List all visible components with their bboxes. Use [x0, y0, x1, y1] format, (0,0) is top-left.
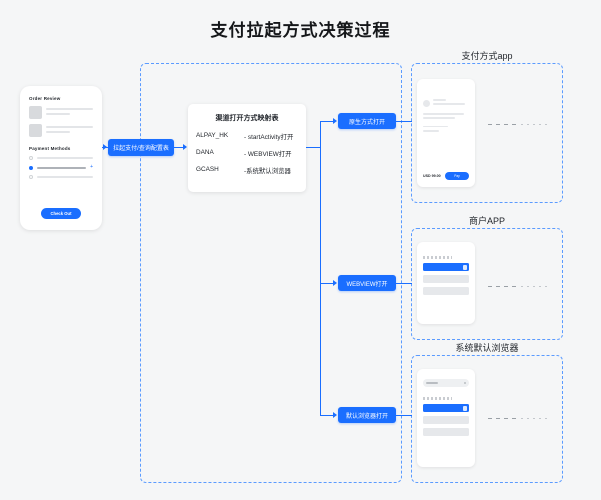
payment-app-content	[423, 99, 469, 134]
connector-line	[174, 147, 184, 148]
connector-line	[320, 283, 334, 284]
checkout-phone-mockup: Order Review Payment Methods	[20, 86, 102, 230]
connector-line	[320, 415, 334, 416]
result-dotted-connector	[488, 124, 516, 125]
merchant-app-webview-mockup	[417, 242, 475, 324]
page-url-placeholder	[423, 397, 452, 400]
result-group-frame-merchant-app	[411, 228, 563, 340]
merchant-logo-icon	[423, 99, 430, 107]
text-line	[423, 125, 449, 128]
address-text-placeholder	[426, 382, 438, 384]
mapping-channel: DANA	[196, 149, 214, 156]
text-line	[46, 108, 93, 110]
payment-app-mockup: USD 99.00 Pay	[417, 79, 475, 187]
mapping-method: - WEBVIEW打开	[244, 151, 292, 158]
payment-method-option[interactable]	[29, 175, 93, 179]
group-heading-merchant-app: 商户APP	[468, 216, 505, 226]
connector-line	[320, 121, 334, 122]
result-group-frame-payment-app	[411, 63, 563, 203]
pay-button[interactable]: Pay	[445, 172, 469, 180]
plus-icon[interactable]: +	[90, 164, 93, 170]
group-heading-browser: 系统默认浏览器	[455, 343, 519, 353]
result-group-frame-browser	[411, 355, 563, 483]
checkout-phone-content: Order Review Payment Methods	[29, 96, 93, 184]
method-label-placeholder	[37, 166, 87, 169]
method-label-placeholder	[37, 157, 93, 159]
mapping-channel: GCASH	[196, 166, 219, 173]
order-item-row	[29, 124, 93, 137]
payment-method-option-selected[interactable]: +	[29, 165, 93, 170]
payment-method-option[interactable]	[29, 156, 93, 160]
flow-step-default-browser-open[interactable]: 默认浏览器打开	[338, 407, 396, 423]
connector-line	[396, 283, 412, 284]
order-item-row	[29, 106, 93, 119]
payment-footer: USD 99.00 Pay	[423, 172, 469, 180]
channel-mapping-card: 渠道打开方式映射表 ALPAY_HK - startActivity打开 DAN…	[188, 104, 306, 192]
radio-icon[interactable]	[29, 165, 33, 170]
text-line	[46, 130, 70, 133]
text-line	[46, 126, 93, 128]
mapping-row: ALPAY_HK - startActivity打开	[196, 132, 298, 141]
connector-line	[396, 121, 412, 122]
check-out-button[interactable]: Check Out	[41, 208, 81, 219]
browser-content-block	[423, 428, 469, 436]
mapping-channel: ALPAY_HK	[196, 132, 229, 139]
mapping-card-title: 渠道打开方式映射表	[215, 115, 279, 122]
flow-step-webview-open[interactable]: WEBVIEW打开	[338, 275, 396, 291]
method-label-placeholder	[37, 176, 93, 178]
connector-arrow	[103, 144, 107, 150]
connector-line	[320, 283, 321, 415]
result-dotted-connector	[521, 124, 551, 125]
result-dotted-connector	[488, 418, 516, 419]
text-line	[423, 117, 456, 119]
radio-icon[interactable]	[29, 156, 33, 160]
webview-content	[423, 256, 469, 299]
radio-icon[interactable]	[29, 175, 33, 179]
browser-content	[423, 379, 469, 440]
flow-step-invoke-payment[interactable]: 拉起支付/查询配置表	[108, 139, 174, 156]
mapping-row: GCASH -系统默认浏览器	[196, 166, 298, 175]
merchant-text	[433, 99, 469, 107]
browser-primary-bar[interactable]	[423, 404, 469, 412]
default-browser-mockup	[417, 369, 475, 467]
browser-address-bar[interactable]	[423, 379, 469, 387]
webview-url-placeholder	[423, 256, 452, 259]
result-dotted-connector	[521, 418, 551, 419]
mapping-method: -系统默认浏览器	[244, 168, 291, 175]
text-line	[423, 113, 465, 115]
product-text-lines	[46, 126, 93, 135]
browser-content-block	[423, 416, 469, 424]
connector-line	[306, 147, 320, 148]
connector-line	[320, 121, 321, 283]
text-line	[433, 99, 446, 101]
product-text-lines	[46, 108, 93, 117]
mapping-row: DANA - WEBVIEW打开	[196, 149, 298, 158]
decision-group-frame	[140, 63, 402, 483]
product-thumbnail	[29, 124, 42, 137]
webview-content-block	[423, 275, 469, 283]
page-title: 支付拉起方式决策过程	[210, 21, 391, 40]
text-line	[46, 112, 70, 115]
result-dotted-connector	[521, 286, 551, 287]
text-line	[423, 129, 440, 132]
text-line	[433, 103, 466, 105]
webview-content-block	[423, 287, 469, 295]
webview-primary-bar[interactable]	[423, 263, 469, 271]
connector-arrow	[333, 118, 337, 124]
product-thumbnail	[29, 106, 42, 119]
flow-step-native-open[interactable]: 原生方式打开	[338, 113, 396, 129]
merchant-row	[423, 99, 469, 107]
payment-amount: USD 99.00	[423, 174, 441, 178]
connector-arrow	[333, 412, 337, 418]
connector-arrow	[183, 144, 187, 150]
group-heading-payment-app: 支付方式app	[461, 51, 513, 61]
connector-arrow	[333, 280, 337, 286]
more-options-icon[interactable]	[464, 382, 466, 384]
mapping-method: - startActivity打开	[244, 134, 294, 141]
result-dotted-connector	[488, 286, 516, 287]
order-review-heading: Order Review	[29, 96, 61, 101]
payment-methods-heading: Payment Methods	[29, 146, 71, 151]
connector-line	[396, 415, 412, 416]
